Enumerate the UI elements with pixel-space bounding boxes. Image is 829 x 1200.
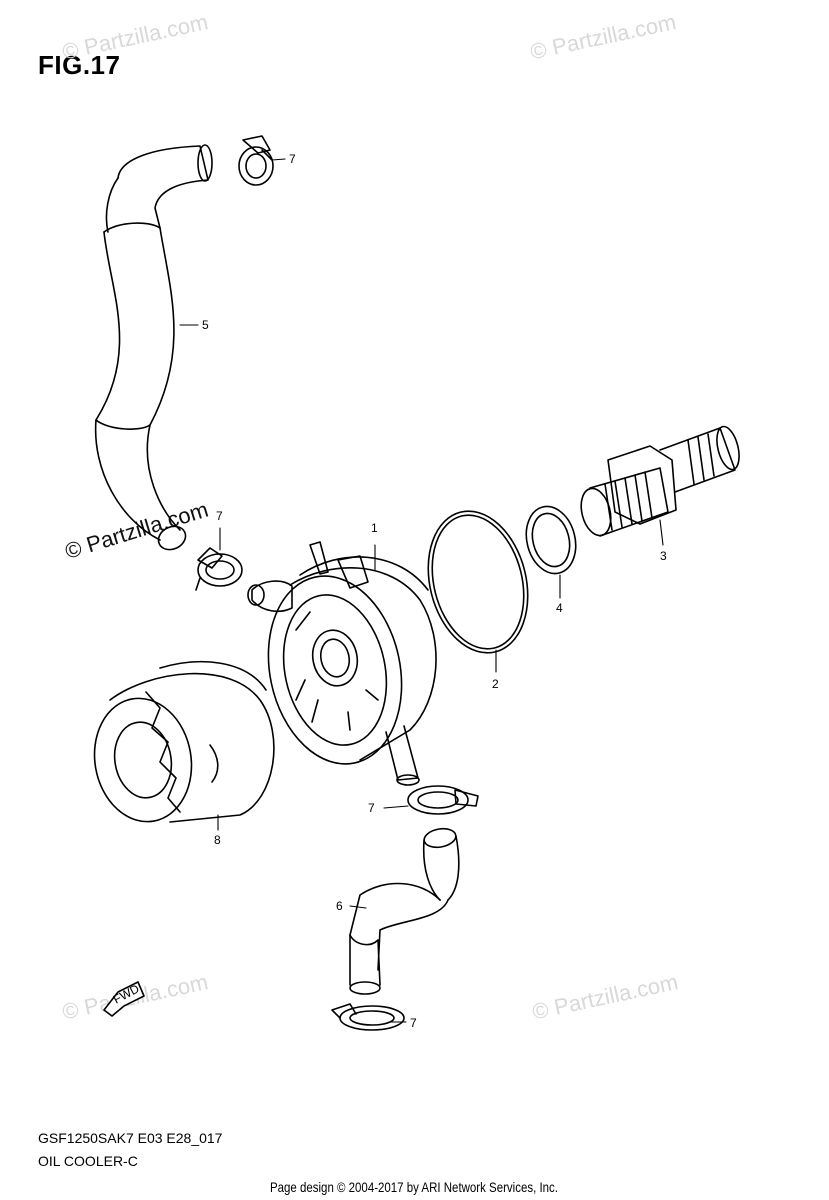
forward-direction-arrow: FWD [103, 981, 145, 1017]
washer-part-4[interactable] [519, 501, 582, 579]
callout-2[interactable]: 2 [492, 677, 499, 691]
clamp-lower-part-7[interactable] [407, 785, 479, 815]
callout-8[interactable]: 8 [214, 833, 221, 847]
oil-filter-part-8[interactable] [85, 660, 275, 830]
callout-numbers: 7 5 1 7 2 4 3 7 8 6 7 [202, 152, 667, 1030]
callout-7-middle[interactable]: 7 [216, 509, 223, 523]
callout-7-bottom[interactable]: 7 [410, 1016, 417, 1030]
callout-3[interactable]: 3 [660, 549, 667, 563]
callout-1[interactable]: 1 [371, 521, 378, 535]
figure-title: FIG.17 [38, 50, 121, 80]
callout-4[interactable]: 4 [556, 601, 563, 615]
hose-lower-part-6[interactable] [349, 826, 460, 995]
clamp-top-part-7[interactable] [238, 135, 274, 186]
model-code: GSF1250SAK7 E03 E28_017 [38, 1130, 223, 1146]
clamp-bottom-part-7[interactable] [331, 1003, 405, 1031]
diagram-subtitle: OIL COOLER-C [38, 1153, 138, 1169]
o-ring-part-2[interactable] [414, 501, 542, 664]
hose-upper-part-5[interactable] [94, 144, 213, 554]
callout-6[interactable]: 6 [336, 899, 343, 913]
callout-7-lower[interactable]: 7 [368, 801, 375, 815]
callout-7-top[interactable]: 7 [289, 152, 296, 166]
oil-cooler-part-1[interactable] [247, 541, 437, 786]
callout-5[interactable]: 5 [202, 318, 209, 332]
clamp-middle-left-part-7[interactable] [195, 547, 243, 591]
union-bolt-part-3[interactable] [577, 424, 743, 538]
copyright-footer: Page design © 2004-2017 by ARI Network S… [270, 1179, 558, 1195]
leader-lines [179, 158, 664, 1023]
